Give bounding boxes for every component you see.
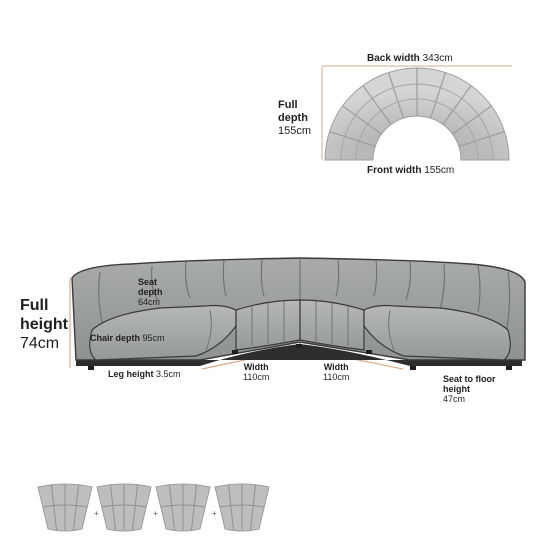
module-icon [155,483,211,532]
module-icon [96,483,152,532]
width-right-label: Width 110cm [323,362,350,382]
back-width-label: Back width 343cm [367,53,453,64]
seat-to-floor-label: Seat to floor height 47cm [443,374,496,404]
full-depth-label: Full depth 155cm [278,99,312,137]
top-view-dimension-lines [321,65,512,160]
module-icons: + + + [37,483,270,532]
chair-depth-label: Chair depth 95cm [90,333,165,343]
sofa-front-view [71,257,526,370]
leg-height-label: Leg height 3.5cm [108,369,181,379]
module-plus-sign: + [94,509,99,518]
front-width-label: Front width 155cm [367,165,455,176]
seat-depth-label: Seat depth 64cm [138,277,163,307]
module-plus-sign: + [153,509,158,518]
sofa-top-view [324,67,510,161]
width-left-label: Width 110cm [243,362,270,382]
module-icon [37,483,93,532]
module-plus-sign: + [212,509,217,518]
module-icon [214,483,270,532]
full-height-label: Full height 74cm [20,297,68,352]
